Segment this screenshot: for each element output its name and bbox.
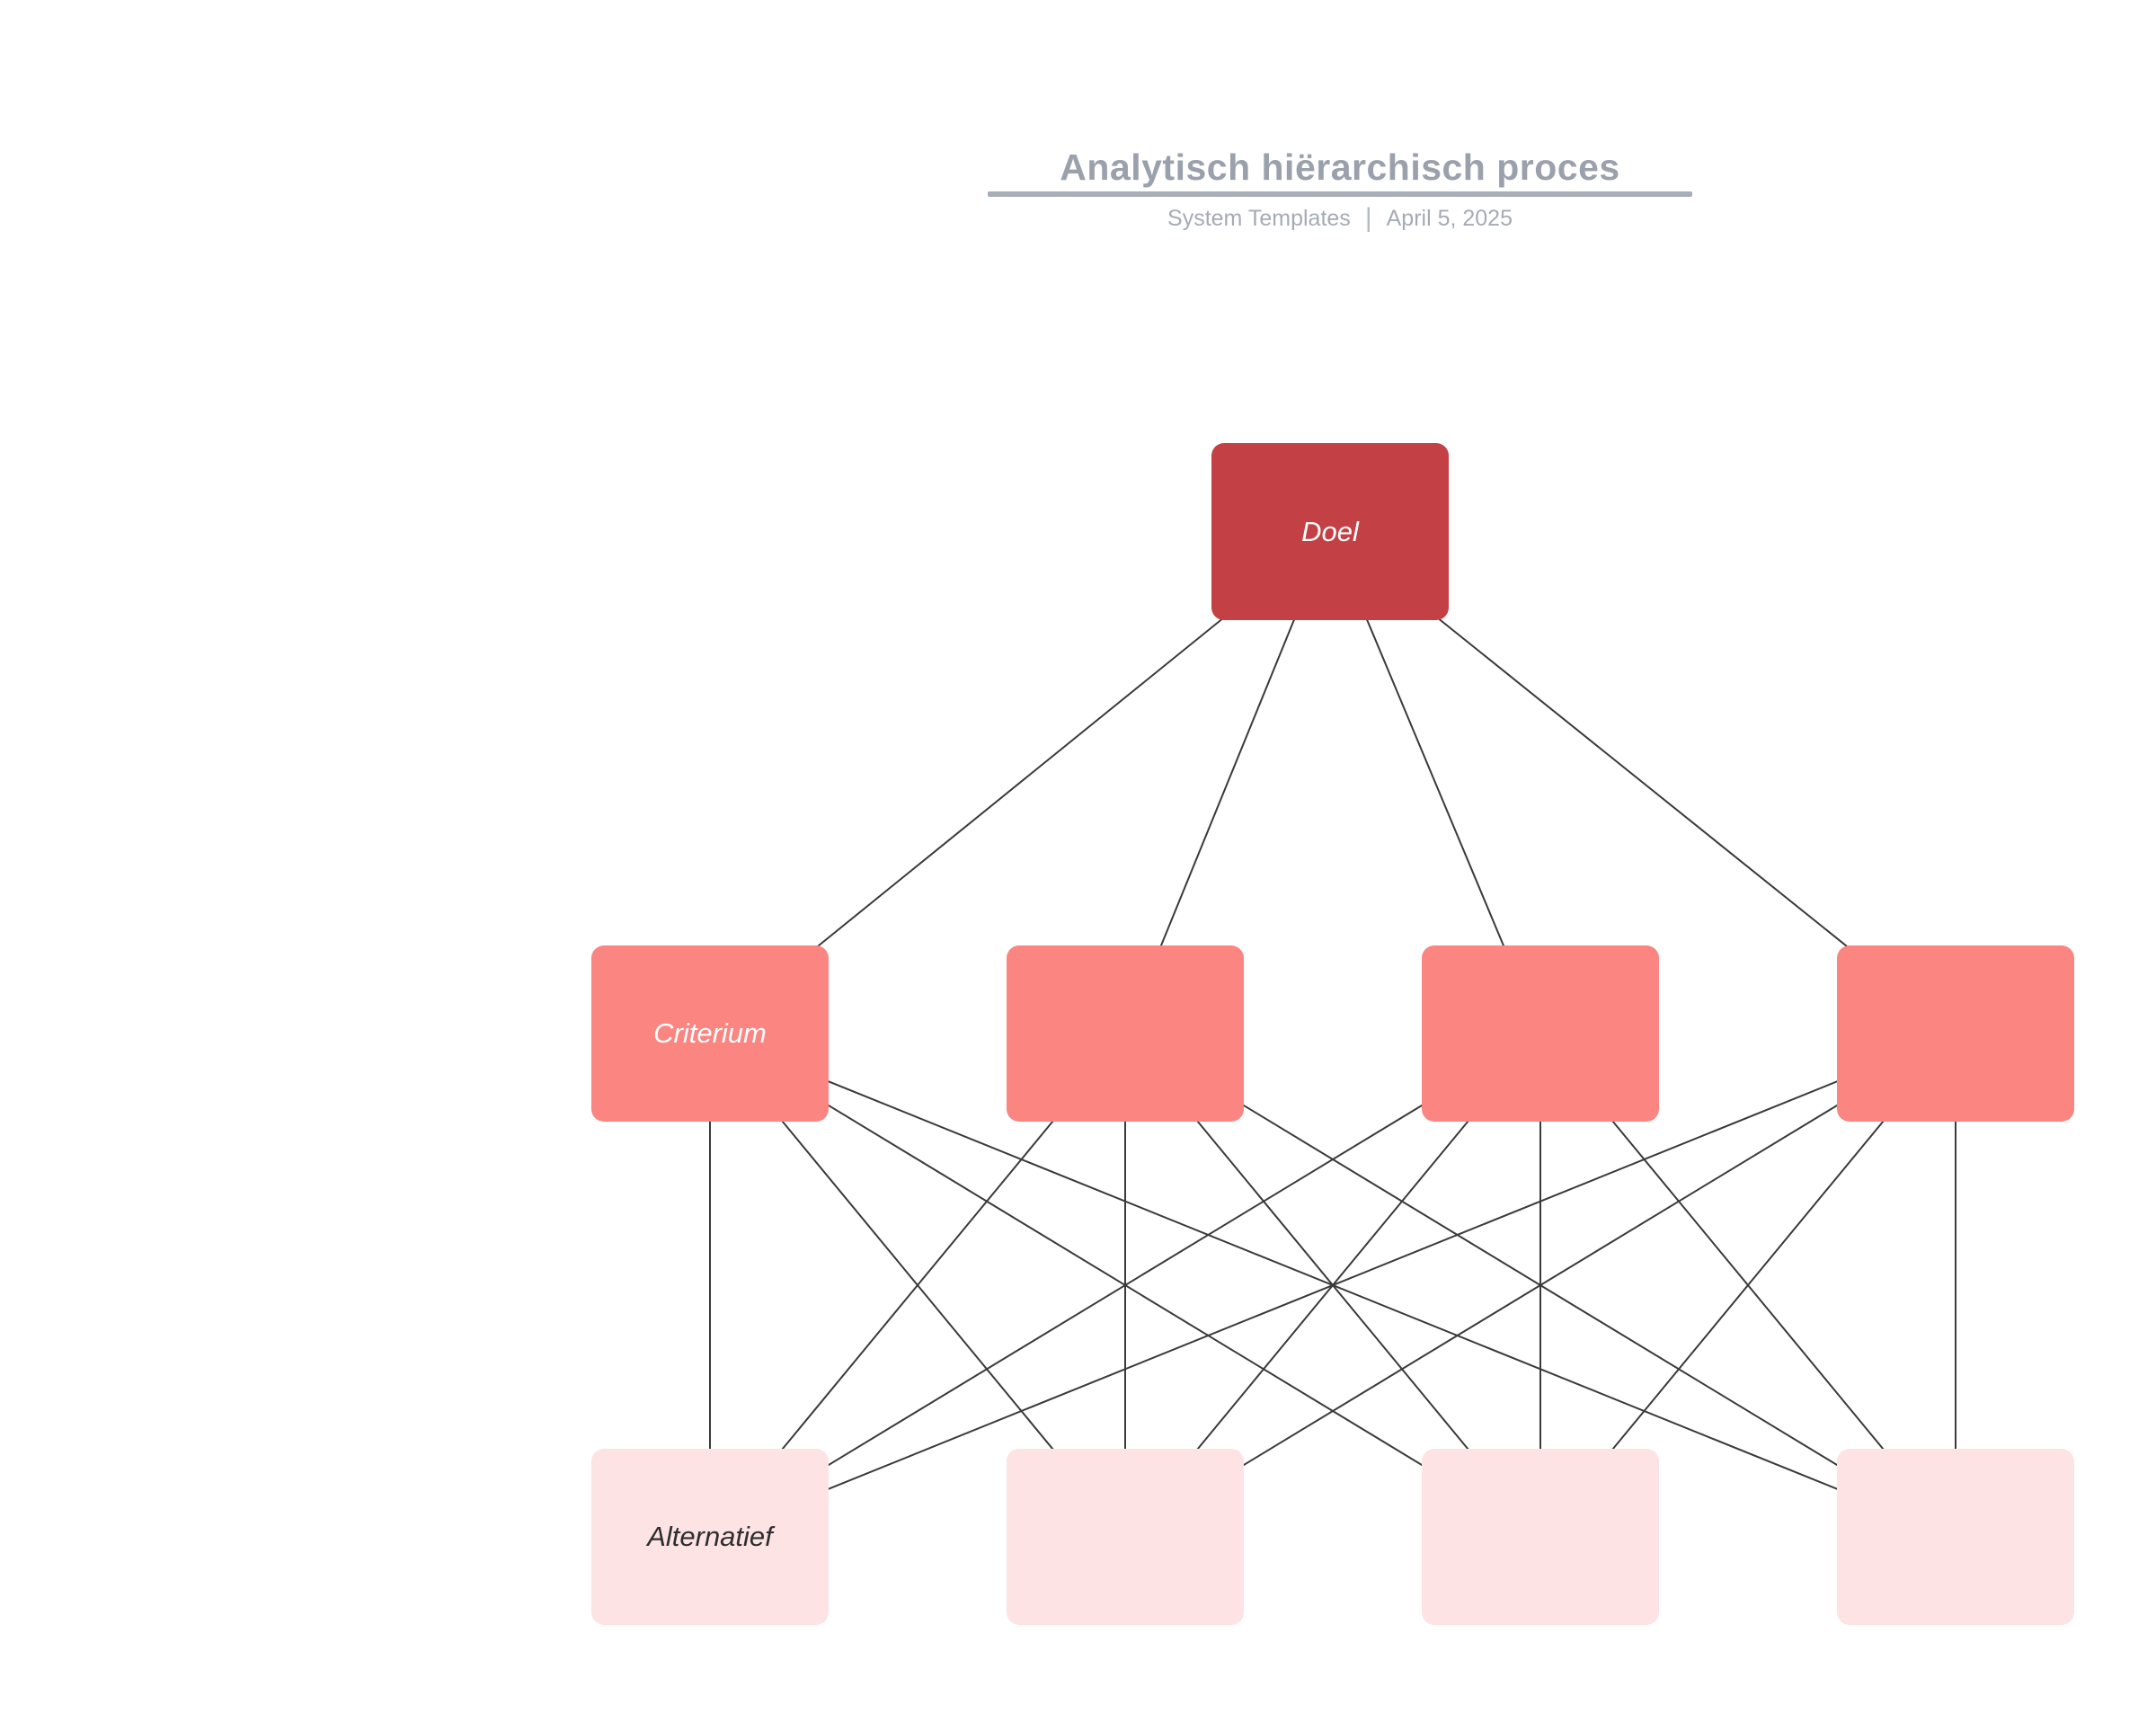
criterion-node-1[interactable]: Criterium xyxy=(591,945,829,1122)
title-underline xyxy=(988,191,1692,198)
alternative-node-1[interactable]: Alternatief xyxy=(591,1449,829,1625)
goal-node[interactable]: Doel xyxy=(1211,443,1449,620)
criterion-node-3[interactable] xyxy=(1422,945,1659,1122)
alternative-node-2[interactable] xyxy=(1007,1449,1244,1625)
subtitle-date: April 5, 2025 xyxy=(1386,205,1513,231)
alternative-node-4[interactable] xyxy=(1837,1449,2074,1625)
criterion-node-4[interactable] xyxy=(1837,945,2074,1122)
node-label: Criterium xyxy=(653,1017,767,1049)
subtitle: System Templates | April 5, 2025 xyxy=(988,205,1692,232)
alternative-node-3[interactable] xyxy=(1422,1449,1659,1625)
page-title: Analytisch hiërarchisch proces xyxy=(1060,146,1620,188)
node-label: Doel xyxy=(1301,515,1359,547)
diagram-header: Analytisch hiërarchisch proces System Te… xyxy=(988,146,1692,232)
node-label: Alternatief xyxy=(647,1521,773,1552)
criterion-node-2[interactable] xyxy=(1007,945,1244,1122)
subtitle-separator: | xyxy=(1364,203,1372,234)
subtitle-source: System Templates xyxy=(1167,205,1351,231)
